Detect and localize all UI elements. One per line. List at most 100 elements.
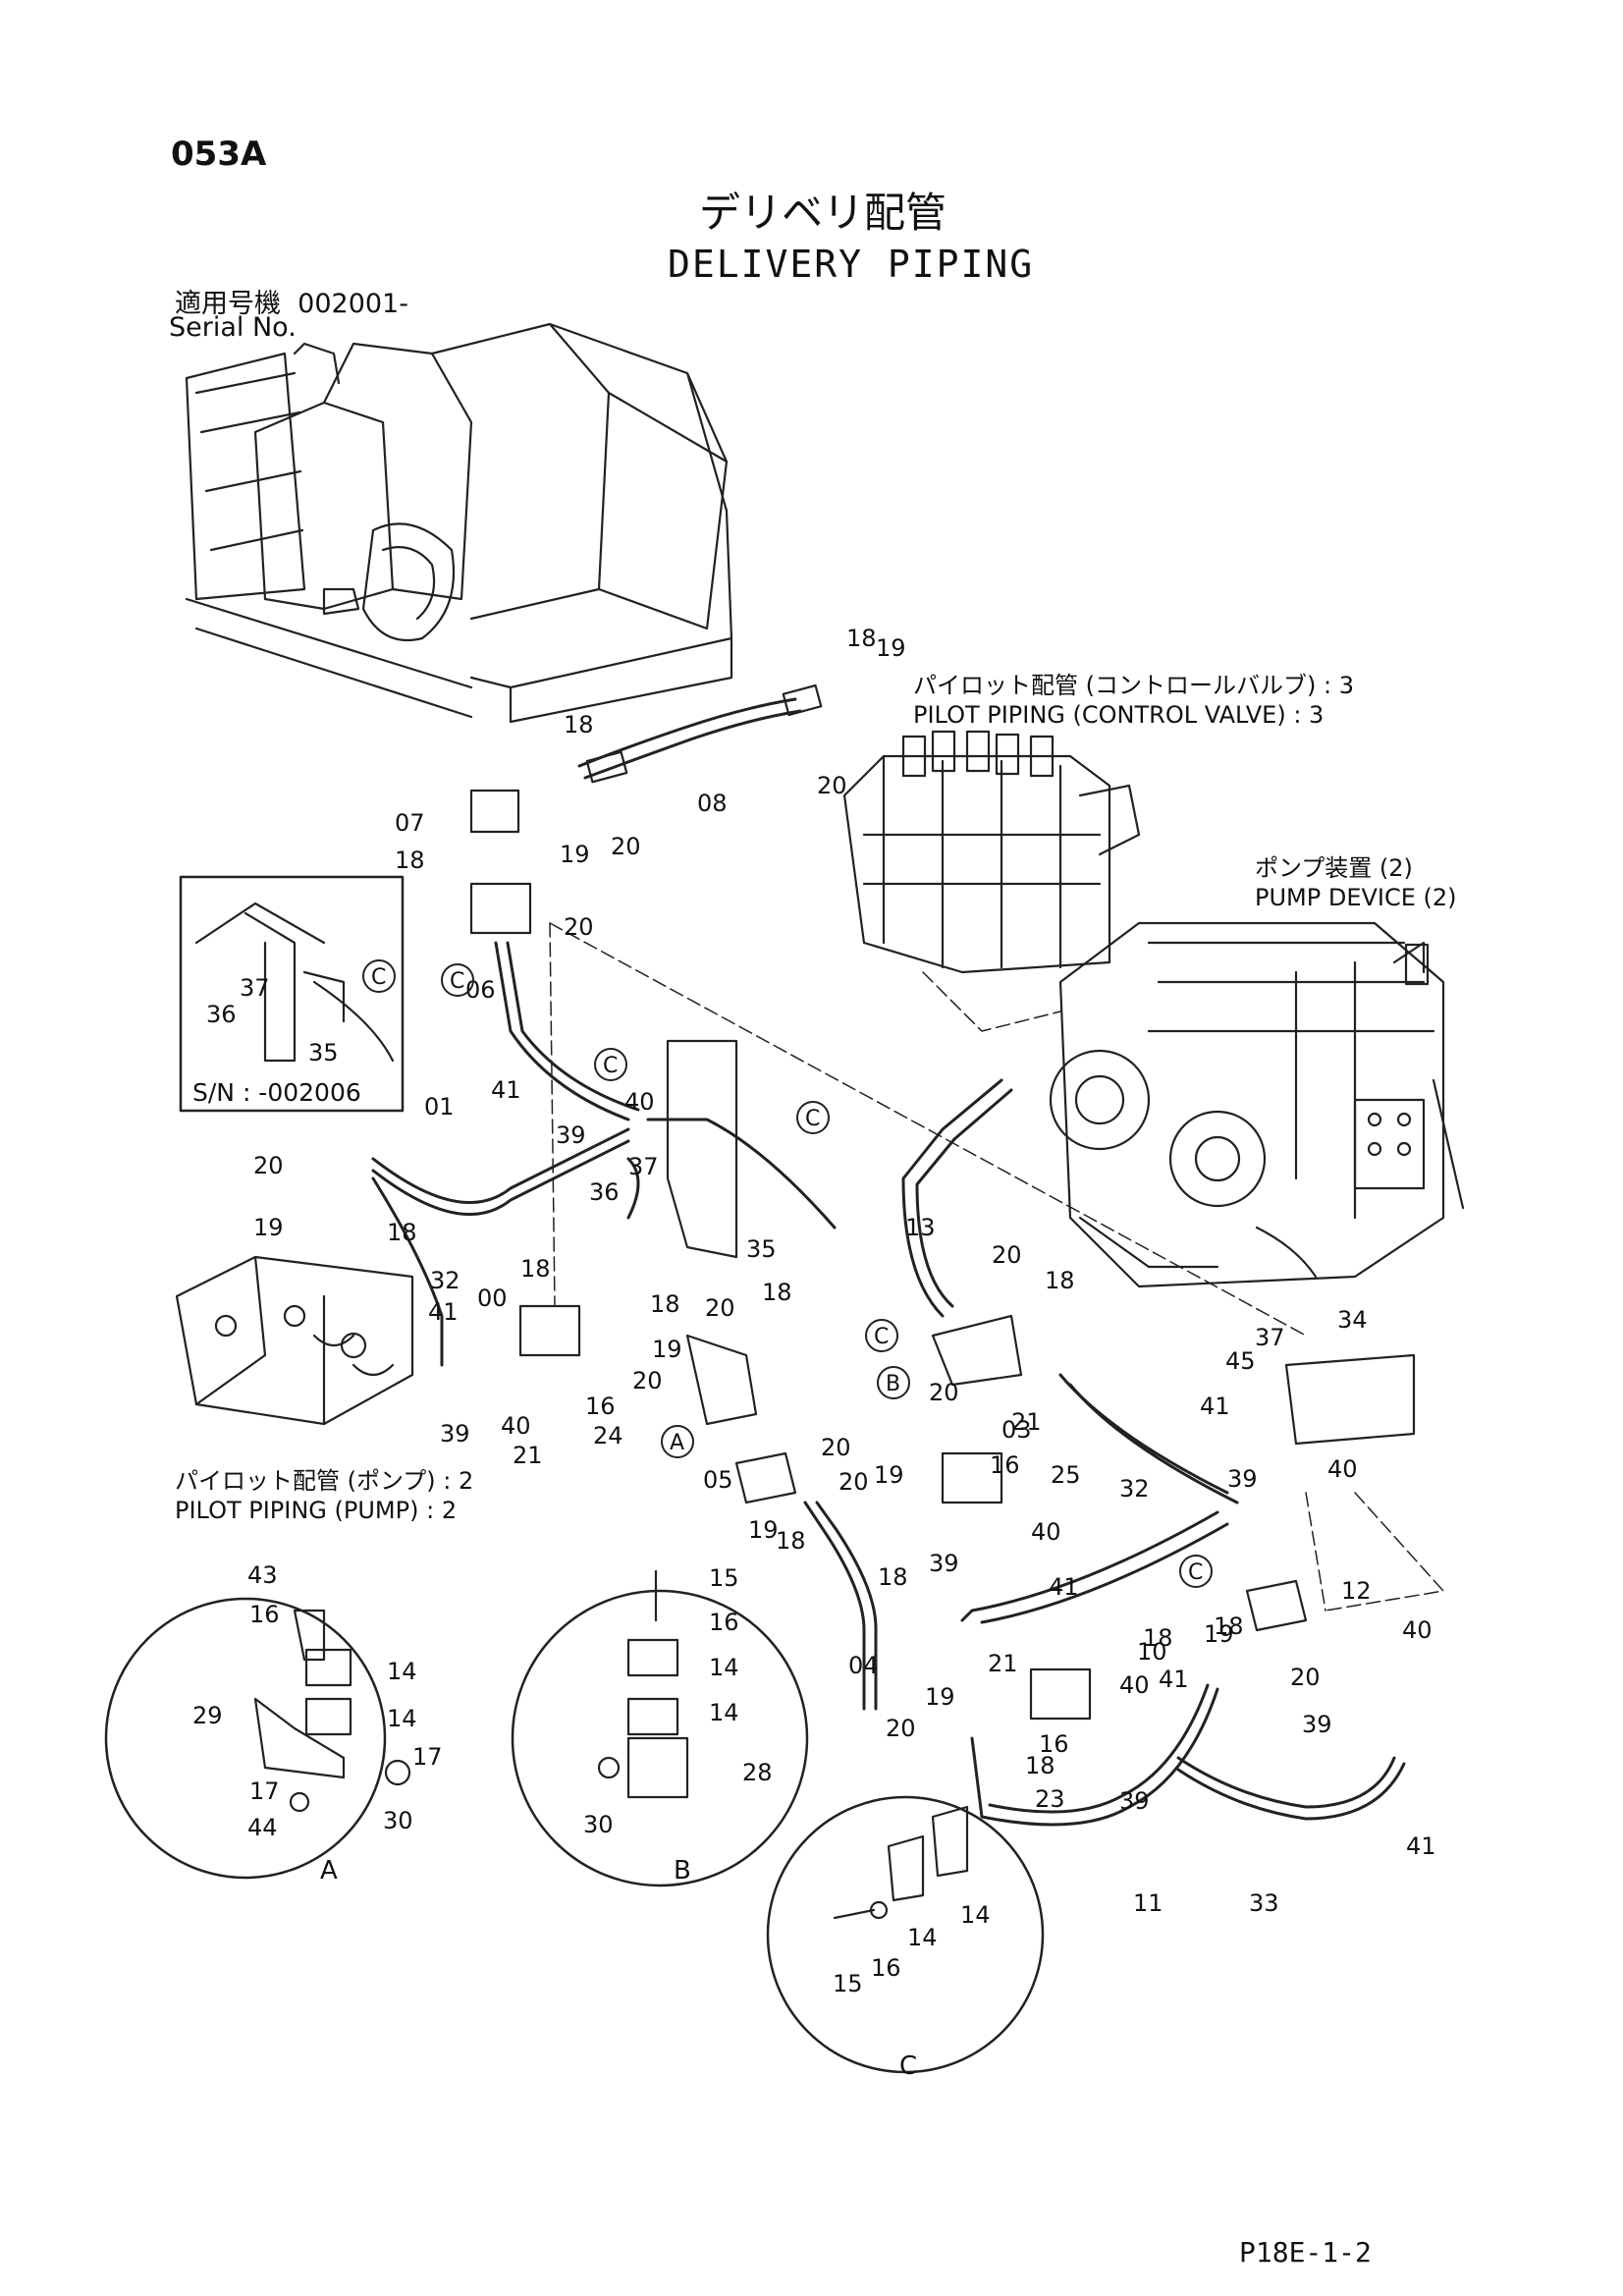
inset-serial-note: S/N : -002006 (192, 1078, 361, 1107)
callout-number: 41 (1049, 1573, 1079, 1601)
callout-number: 40 (1402, 1616, 1433, 1644)
marker-letter: C (450, 969, 464, 994)
marker-letter: B (886, 1372, 900, 1396)
callout-number: 18 (387, 1219, 417, 1246)
control-valve-drawing (842, 730, 1141, 974)
callout-number: 18 (1045, 1267, 1075, 1294)
callout-number: 19 (253, 1214, 284, 1241)
title-english: DELIVERY PIPING (668, 243, 1035, 286)
callout-number: 40 (1327, 1455, 1358, 1483)
callout-number: 19 (748, 1516, 779, 1544)
callout-number: 21 (1011, 1408, 1042, 1436)
callout-number: 15 (709, 1564, 739, 1592)
callout-number: 41 (1406, 1832, 1436, 1860)
callout-number: 19 (1204, 1620, 1234, 1648)
clamp-12 (1245, 1579, 1308, 1632)
callout-number: 18 (520, 1255, 551, 1283)
callout-number: 17 (412, 1743, 443, 1771)
callout-number: 18 (878, 1563, 908, 1591)
block-07 (469, 789, 520, 834)
marker-letter: A (670, 1431, 684, 1455)
callout-number: 41 (491, 1076, 521, 1104)
title-japanese: デリベリ配管 (699, 189, 947, 237)
callout-number: 37 (240, 974, 270, 1002)
callout-number: 18 (650, 1290, 680, 1318)
callout-number: 37 (628, 1153, 659, 1180)
callout-number: 21 (988, 1650, 1018, 1677)
marker-c: C (594, 1048, 627, 1081)
callout-number: 35 (746, 1235, 777, 1263)
callout-number: 39 (1302, 1711, 1332, 1738)
callout-number: 21 (513, 1442, 543, 1469)
callout-number: 40 (1119, 1671, 1150, 1699)
callout-number: 41 (428, 1298, 459, 1326)
callout-number: 40 (1031, 1518, 1061, 1546)
detail-label-b: B (674, 1856, 691, 1886)
marker-c: C (441, 963, 474, 997)
callout-number: 41 (1200, 1393, 1230, 1420)
callout-number: 07 (395, 809, 425, 837)
callout-number: 14 (709, 1699, 739, 1726)
pilot-pump-note-jp: パイロット配管 (ポンプ) : 2 (175, 1467, 474, 1495)
marker-c: C (796, 1101, 830, 1134)
callout-number: 36 (589, 1178, 620, 1206)
serial-label-japanese: 適用号機 002001- (175, 289, 408, 319)
callout-number: 20 (253, 1152, 284, 1179)
callout-number: 37 (1255, 1324, 1285, 1351)
callout-number: 14 (387, 1705, 417, 1732)
pump-device-note-en: PUMP DEVICE (2) (1255, 884, 1457, 911)
detail-label-a: A (320, 1856, 338, 1886)
marker-b: B (877, 1366, 910, 1399)
callout-number: 20 (1290, 1664, 1321, 1691)
block-10 (1029, 1667, 1092, 1721)
callout-number: 41 (1159, 1666, 1189, 1693)
detail-view-b (511, 1589, 809, 1887)
callout-number: 19 (874, 1461, 904, 1489)
callout-number: 19 (925, 1683, 955, 1711)
callout-number: 13 (905, 1214, 936, 1241)
callout-number: 23 (1035, 1785, 1065, 1813)
callout-number: 18 (1214, 1613, 1244, 1640)
callout-number: 20 (632, 1367, 663, 1394)
pilot-cv-note-en: PILOT PIPING (CONTROL VALVE) : 3 (913, 701, 1325, 729)
callout-number: 17 (249, 1777, 280, 1805)
callout-number: 18 (776, 1527, 806, 1555)
callout-number: 39 (440, 1420, 470, 1448)
callout-number: 16 (1039, 1730, 1069, 1758)
callout-number: 33 (1249, 1889, 1279, 1917)
marker-c: C (362, 959, 396, 993)
callout-number: 10 (1137, 1638, 1167, 1666)
callout-number: 40 (501, 1412, 531, 1440)
callout-number: 30 (583, 1811, 614, 1838)
callout-number: 18 (1025, 1752, 1055, 1779)
callout-number: 45 (1225, 1347, 1256, 1375)
callout-number: 11 (1133, 1889, 1163, 1917)
detail-view-c (766, 1795, 1045, 2074)
bracket-34 (1284, 1353, 1416, 1446)
callout-number: 19 (560, 841, 590, 868)
callout-number: 40 (624, 1088, 655, 1116)
callout-number: 20 (611, 833, 641, 860)
callout-number: 14 (709, 1654, 739, 1681)
callout-number: 32 (430, 1267, 460, 1294)
callout-number: 19 (876, 634, 906, 662)
block-03 (941, 1451, 1003, 1504)
pump-device-note-jp: ポンプ装置 (2) (1255, 854, 1413, 882)
serial-label-english: Serial No. (169, 312, 297, 343)
marker-c: C (865, 1319, 898, 1352)
pilot-pump-note-en: PILOT PIPING (PUMP) : 2 (175, 1497, 458, 1524)
callout-number: 39 (929, 1550, 959, 1577)
callout-number: 30 (383, 1807, 413, 1834)
callout-number: 20 (929, 1379, 959, 1406)
marker-a: A (661, 1425, 694, 1458)
callout-number: 00 (477, 1285, 508, 1312)
callout-number: 16 (990, 1451, 1020, 1479)
callout-number: 20 (839, 1468, 869, 1496)
inset-box (179, 875, 405, 1113)
callout-number: 39 (1227, 1465, 1258, 1493)
bracket-13 (931, 1314, 1023, 1387)
callout-number: 18 (1143, 1624, 1173, 1652)
pilot-valve-drawing (175, 1255, 414, 1426)
callout-number: 18 (846, 625, 877, 652)
